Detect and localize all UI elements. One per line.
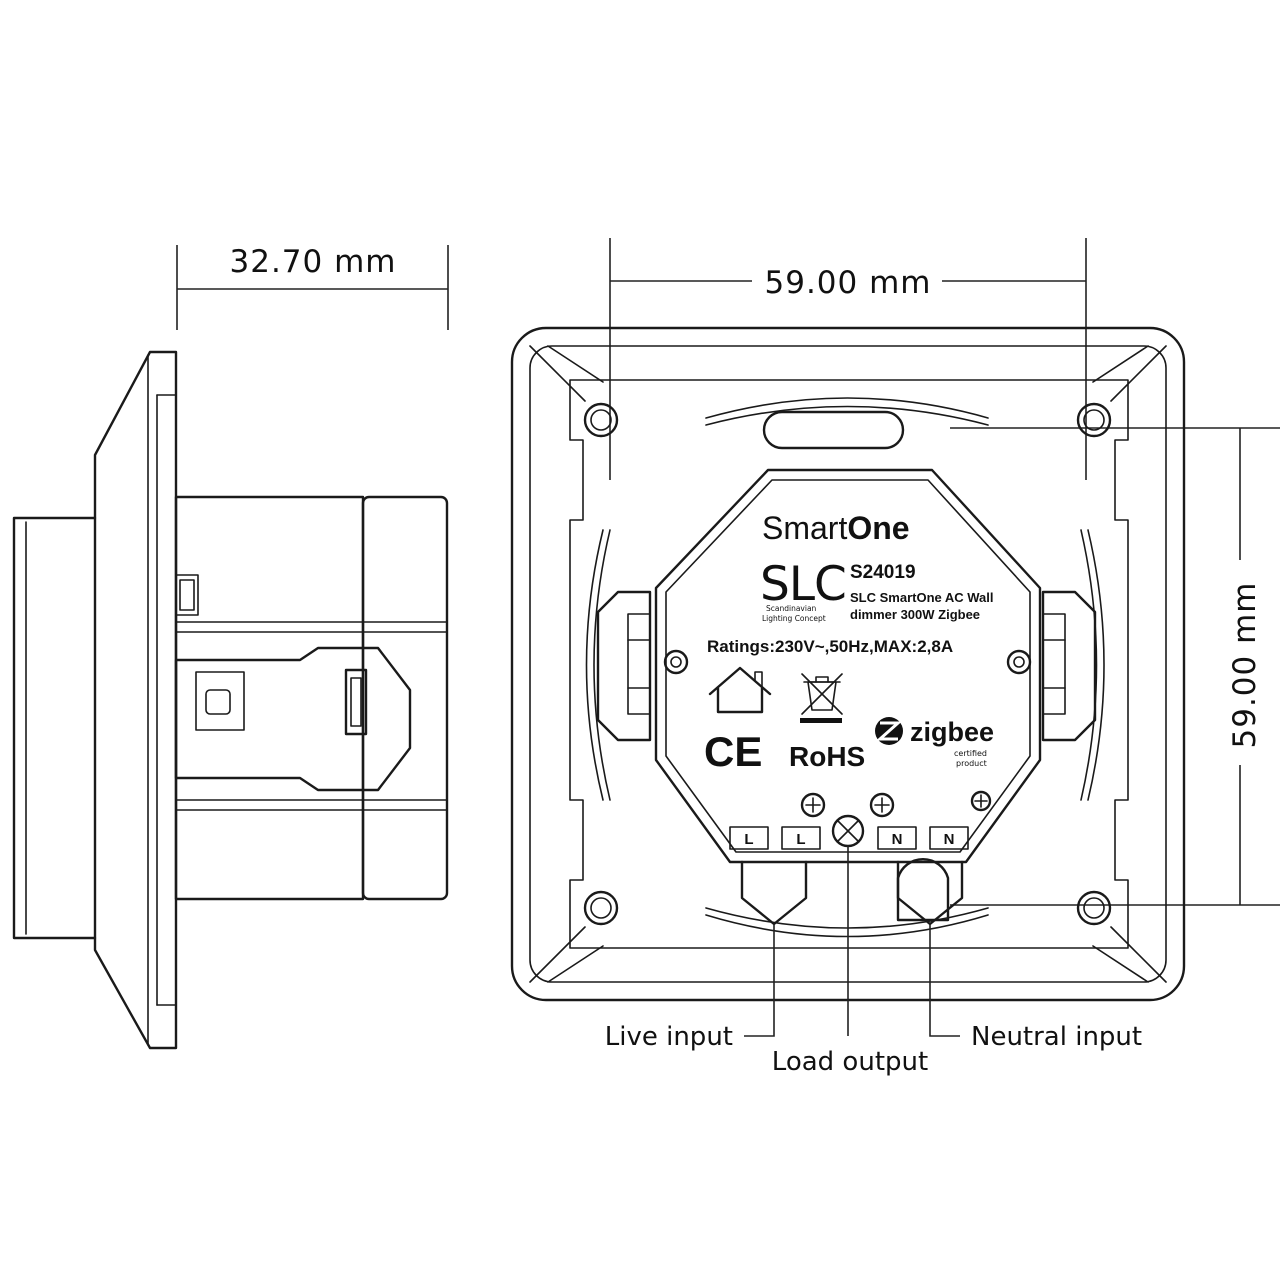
mounting-claw bbox=[174, 646, 412, 792]
model-number: S24019 bbox=[850, 562, 916, 583]
zigbee-logo bbox=[875, 717, 903, 745]
lamp-symbol bbox=[831, 814, 865, 848]
dimmer-module bbox=[654, 468, 1042, 864]
weee-bin-icon bbox=[800, 673, 843, 723]
brand-smart: Smart bbox=[762, 510, 847, 546]
width-dimension-label: 59.00 mm bbox=[765, 265, 932, 301]
zigbee-text: zigbee bbox=[910, 717, 994, 747]
terminal-label-l1: L bbox=[744, 831, 753, 848]
house-icon bbox=[708, 666, 772, 714]
terminal-screw-icon bbox=[970, 790, 992, 812]
side-clip-right bbox=[1041, 590, 1097, 742]
terminal-screw-icon bbox=[869, 792, 895, 818]
terminal-block: L L N N bbox=[729, 826, 969, 850]
callout-live-input: Live input bbox=[605, 1022, 733, 1052]
description-line2: dimmer 300W Zigbee bbox=[850, 607, 980, 622]
callouts: Live input Load output Neutral input bbox=[605, 846, 1142, 1077]
mounting-hole-bottom-right bbox=[1076, 890, 1112, 926]
slot-bottom bbox=[896, 857, 950, 922]
height-dimension-label: 59.00 mm bbox=[1227, 582, 1263, 749]
rohs-label: RoHS bbox=[789, 741, 865, 772]
callout-line-neutral bbox=[929, 924, 960, 1037]
terminal-label-n1: N bbox=[892, 831, 903, 848]
wire-clamp-neutral bbox=[896, 860, 964, 926]
callout-neutral-input: Neutral input bbox=[971, 1022, 1142, 1052]
mounting-plate bbox=[569, 379, 1129, 949]
zigbee-sub1: certified bbox=[954, 749, 987, 758]
terminal-label-n2: N bbox=[944, 831, 955, 848]
front-view: 59.00 mm 59.00 mm bbox=[510, 238, 1280, 1002]
slc-logo-sub1: Scandinavian bbox=[766, 604, 817, 613]
depth-dimension-label: 32.70 mm bbox=[230, 244, 397, 280]
svg-text:SmartOne: SmartOne bbox=[762, 510, 910, 546]
mounting-hole-top-left bbox=[583, 402, 619, 438]
insert-body bbox=[174, 495, 365, 901]
side-clip-left bbox=[596, 590, 652, 742]
slc-logo-sub2: Lighting Concept bbox=[762, 614, 826, 623]
side-view: 32.70 mm bbox=[12, 244, 449, 1050]
slc-logo: SLC bbox=[760, 557, 846, 612]
wire-clamp-live bbox=[740, 860, 808, 926]
ce-mark: CE bbox=[704, 728, 762, 775]
screw-icon bbox=[663, 649, 689, 675]
callout-line-live bbox=[744, 924, 775, 1037]
zigbee-sub2: product bbox=[956, 759, 987, 768]
description-line1: SLC SmartOne AC Wall bbox=[850, 590, 994, 605]
slot-top bbox=[762, 410, 905, 450]
knob bbox=[12, 516, 97, 940]
callout-load-output: Load output bbox=[772, 1047, 928, 1077]
terminal-label-l2: L bbox=[796, 831, 805, 848]
cover-frame bbox=[93, 350, 178, 1050]
ratings-text: Ratings:230V~,50Hz,MAX:2,8A bbox=[707, 637, 953, 656]
terminal-screw-icon bbox=[800, 792, 826, 818]
mounting-hole-top-right bbox=[1076, 402, 1112, 438]
screw-icon bbox=[1006, 649, 1032, 675]
brand-one: One bbox=[847, 510, 909, 546]
mounting-hole-bottom-left bbox=[583, 890, 619, 926]
